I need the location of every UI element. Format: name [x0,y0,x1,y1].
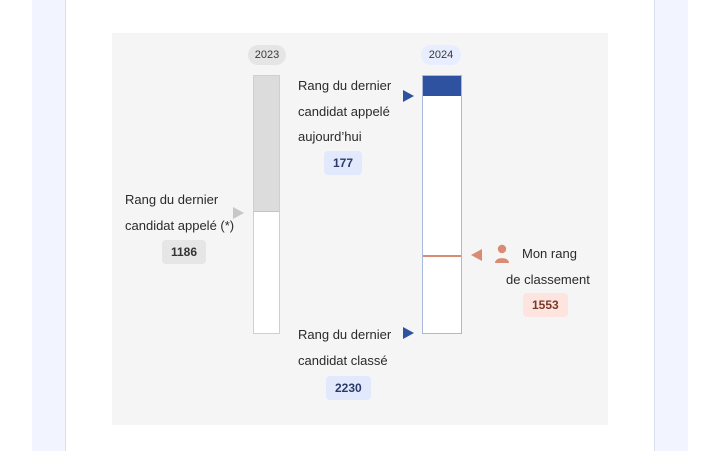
last-ranked-value-badge: 2230 [326,376,371,400]
today-last-called-pointer-icon [403,90,414,102]
today-last-called-label-line2: candidat appelé [298,104,390,119]
last-ranked-pointer-icon [403,327,414,339]
previous-last-called-label-line1: Rang du dernier [125,192,219,207]
person-icon [495,244,509,263]
previous-last-called-value-badge: 1186 [162,240,207,264]
last-ranked-label-line1: Rang du dernier [298,327,392,342]
previous-year-bar [253,75,280,334]
year-chip-current: 2024 [421,45,461,65]
last-ranked-label-line2: candidat classé [298,353,388,368]
left-gutter [32,0,66,451]
previous-year-bar-fill [254,76,279,212]
today-last-called-label-line3: aujourd’hui [298,129,362,144]
right-gutter [654,0,688,451]
ranking-panel [112,33,608,425]
current-year-bar-fill [423,76,461,96]
my-rank-pointer-icon [471,249,482,261]
previous-last-called-label-line2: candidat appelé (*) [125,218,235,233]
my-rank-label-line1: Mon rang [522,246,577,261]
current-year-bar [422,75,462,334]
my-rank-value-badge: 1553 [523,293,568,317]
year-chip-previous: 2023 [248,45,286,65]
my-rank-label-line2: de classement [506,272,590,287]
my-rank-marker-line [423,255,461,257]
previous-last-called-pointer-icon [233,207,244,219]
today-last-called-value-badge: 177 [324,151,363,175]
today-last-called-label-line1: Rang du dernier [298,78,392,93]
